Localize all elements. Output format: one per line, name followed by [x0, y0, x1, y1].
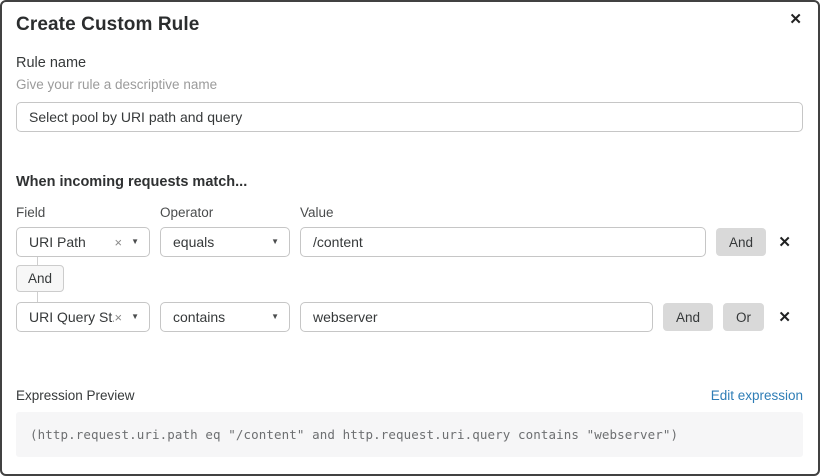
- value-input-1[interactable]: [300, 227, 706, 257]
- connector-line: [37, 257, 38, 265]
- clear-icon[interactable]: ×: [114, 309, 123, 325]
- field-select-2-value: URI Query St...: [29, 309, 115, 325]
- rule-name-hint: Give your rule a descriptive name: [16, 77, 218, 92]
- rule-name-label: Rule name: [16, 55, 87, 71]
- condition-row-1: URI Path × ▼ equals ▼ And ✕: [16, 227, 803, 257]
- chevron-down-icon: ▼: [271, 312, 279, 321]
- connector-line: [37, 292, 38, 302]
- value-input-2[interactable]: [300, 302, 653, 332]
- page-title: Create Custom Rule: [16, 14, 200, 35]
- rule-name-section: Rule name Give your rule a descriptive n…: [16, 55, 803, 132]
- match-builder-section: When incoming requests match... Field Op…: [16, 174, 803, 332]
- operator-select-1-value: equals: [173, 234, 215, 250]
- field-select-2[interactable]: URI Query St... × ▼: [16, 302, 150, 332]
- edit-expression-link[interactable]: Edit expression: [710, 388, 803, 403]
- add-or-condition-button-2[interactable]: Or: [723, 303, 765, 331]
- field-select-1-value: URI Path: [29, 234, 86, 250]
- connector-and-badge[interactable]: And: [16, 265, 65, 292]
- add-and-condition-button-1[interactable]: And: [716, 228, 767, 256]
- clear-icon[interactable]: ×: [114, 234, 123, 250]
- condition-row-2: URI Query St... × ▼ contains ▼ And Or ✕: [16, 302, 803, 332]
- expression-preview-section: Expression Preview Edit expression (http…: [16, 388, 803, 457]
- field-column-label: Field: [16, 205, 46, 220]
- add-and-condition-button-2[interactable]: And: [663, 303, 714, 331]
- operator-column-label: Operator: [160, 205, 214, 220]
- remove-condition-icon-2[interactable]: ✕: [778, 308, 791, 326]
- value-column-label: Value: [300, 205, 334, 220]
- chevron-down-icon: ▼: [131, 312, 139, 321]
- match-heading: When incoming requests match...: [16, 174, 248, 190]
- close-icon[interactable]: ✕: [789, 11, 802, 28]
- chevron-down-icon: ▼: [271, 237, 279, 246]
- operator-select-2-value: contains: [173, 309, 226, 325]
- expression-preview-label: Expression Preview: [16, 388, 135, 403]
- and-connector: And: [16, 257, 803, 302]
- expression-code: (http.request.uri.path eq "/content" and…: [16, 412, 803, 457]
- operator-select-1[interactable]: equals ▼: [160, 227, 290, 257]
- chevron-down-icon: ▼: [131, 237, 139, 246]
- rule-name-input[interactable]: [16, 102, 803, 132]
- field-select-1[interactable]: URI Path × ▼: [16, 227, 150, 257]
- column-labels: Field Operator Value: [16, 205, 803, 220]
- remove-condition-icon-1[interactable]: ✕: [778, 233, 791, 251]
- operator-select-2[interactable]: contains ▼: [160, 302, 290, 332]
